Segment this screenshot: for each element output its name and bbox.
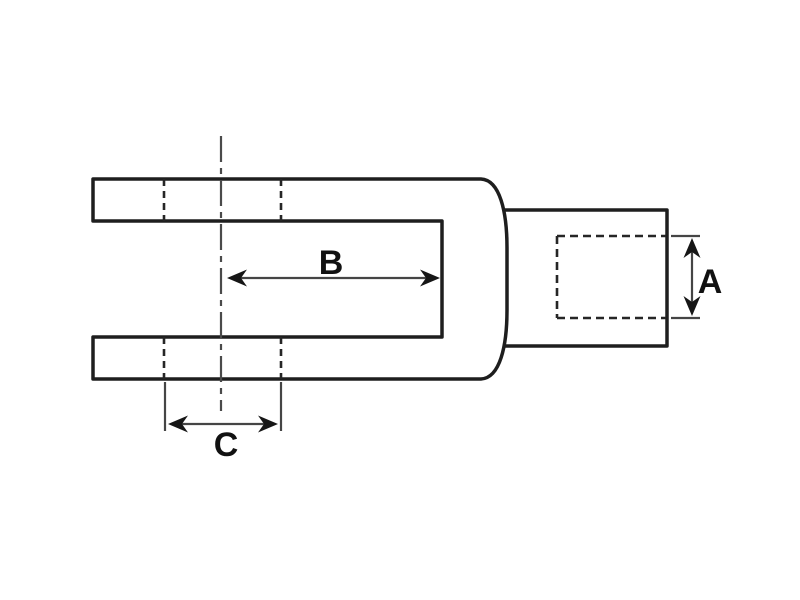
dim-b-arrowhead-right <box>420 269 440 287</box>
dim-b-arrowhead-left <box>227 269 247 287</box>
dim-a-arrowhead-up <box>683 238 701 258</box>
clevis-fork-outline <box>91 177 509 381</box>
dim-a-arrowhead-down <box>683 296 701 316</box>
dim-c-arrowhead-right <box>258 415 278 433</box>
dim-b-label: B <box>319 244 344 282</box>
dim-c-arrowhead-left <box>168 415 188 433</box>
shank-outline <box>497 208 669 348</box>
dim-c-label: C <box>214 426 239 464</box>
dim-a-label: A <box>698 263 723 301</box>
